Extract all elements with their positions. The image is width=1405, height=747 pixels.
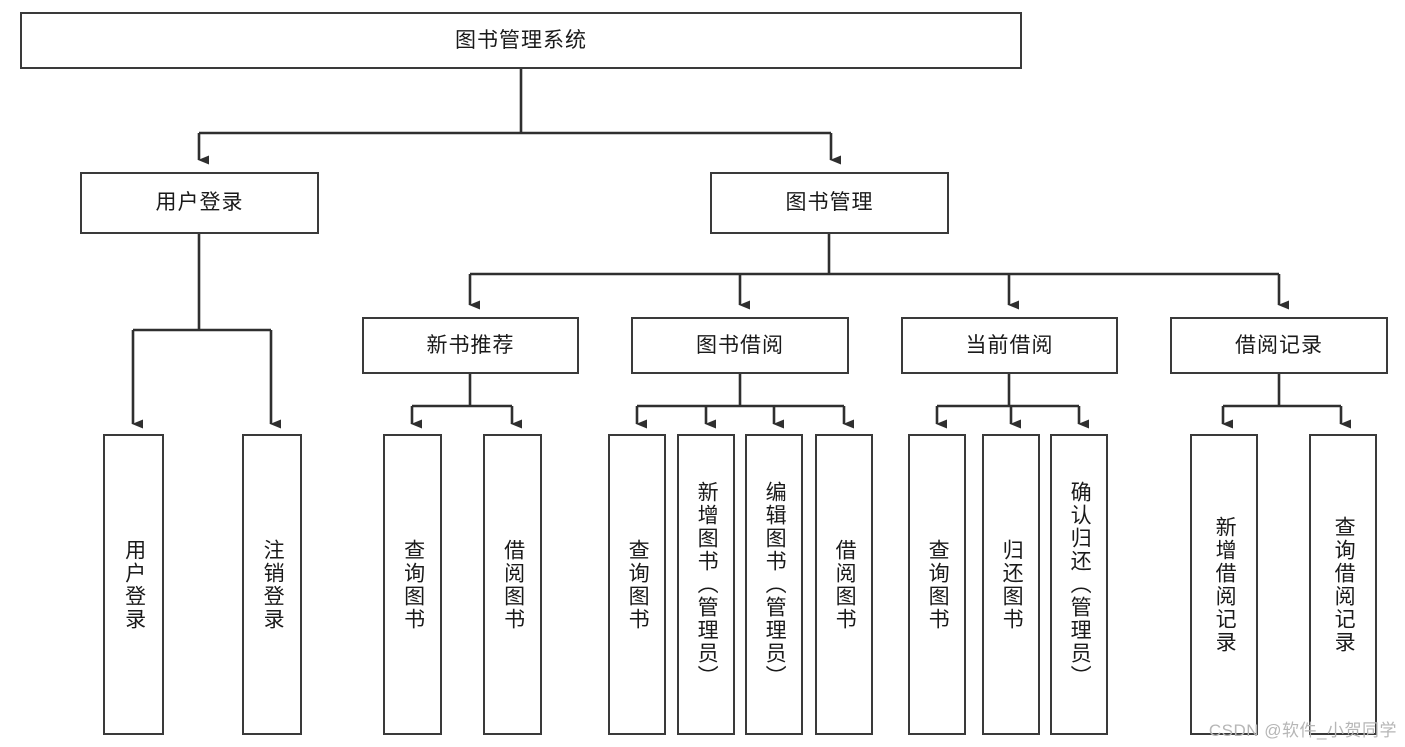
node-leaf-user-login-label: 用户登录 [122, 538, 146, 631]
node-user-login-label: 用户登录 [155, 191, 244, 215]
node-leaf-query-book-1-label: 查询图书 [401, 538, 425, 631]
node-leaf-add-book-label: 新增图书（管理员） [695, 481, 719, 688]
node-leaf-query-book-3[interactable]: 查询图书 [908, 434, 966, 735]
node-leaf-confirm-return[interactable]: 确认归还（管理员） [1050, 434, 1108, 735]
node-user-login[interactable]: 用户登录 [80, 172, 319, 234]
node-leaf-user-logout[interactable]: 注销登录 [242, 434, 302, 735]
node-leaf-add-book[interactable]: 新增图书（管理员） [677, 434, 735, 735]
node-current-borrow-label: 当前借阅 [965, 333, 1054, 357]
node-book-manage-label: 图书管理 [785, 191, 874, 215]
node-leaf-query-book-2-label: 查询图书 [626, 538, 650, 631]
node-leaf-borrow-book-1-label: 借阅图书 [501, 538, 525, 631]
node-book-borrow-label: 图书借阅 [696, 333, 784, 357]
node-leaf-edit-book[interactable]: 编辑图书（管理员） [745, 434, 803, 735]
node-book-borrow[interactable]: 图书借阅 [631, 317, 849, 374]
node-leaf-query-record-label: 查询借阅记录 [1332, 515, 1356, 654]
node-leaf-query-record[interactable]: 查询借阅记录 [1309, 434, 1377, 735]
node-leaf-user-login[interactable]: 用户登录 [103, 434, 164, 735]
node-leaf-user-logout-label: 注销登录 [261, 538, 285, 631]
node-new-book-rec[interactable]: 新书推荐 [362, 317, 579, 374]
node-leaf-edit-book-label: 编辑图书（管理员） [763, 481, 787, 688]
node-leaf-borrow-book-2-label: 借阅图书 [833, 538, 857, 631]
node-leaf-return-book-label: 归还图书 [1000, 538, 1024, 631]
node-leaf-query-book-1[interactable]: 查询图书 [383, 434, 442, 735]
node-leaf-confirm-return-label: 确认归还（管理员） [1068, 481, 1092, 688]
node-leaf-query-book-2[interactable]: 查询图书 [608, 434, 666, 735]
node-current-borrow[interactable]: 当前借阅 [901, 317, 1118, 374]
node-root[interactable]: 图书管理系统 [20, 12, 1022, 69]
node-leaf-add-record-label: 新增借阅记录 [1213, 515, 1237, 654]
node-leaf-add-record[interactable]: 新增借阅记录 [1190, 434, 1258, 735]
node-leaf-borrow-book-1[interactable]: 借阅图书 [483, 434, 542, 735]
node-leaf-return-book[interactable]: 归还图书 [982, 434, 1040, 735]
watermark-text: CSDN @软件_小贺同学 [1208, 721, 1397, 740]
node-book-manage[interactable]: 图书管理 [710, 172, 949, 234]
node-borrow-record[interactable]: 借阅记录 [1170, 317, 1388, 374]
node-new-book-rec-label: 新书推荐 [426, 333, 515, 357]
node-borrow-record-label: 借阅记录 [1235, 333, 1323, 357]
node-root-label: 图书管理系统 [455, 28, 587, 52]
node-leaf-borrow-book-2[interactable]: 借阅图书 [815, 434, 873, 735]
node-leaf-query-book-3-label: 查询图书 [926, 538, 950, 631]
